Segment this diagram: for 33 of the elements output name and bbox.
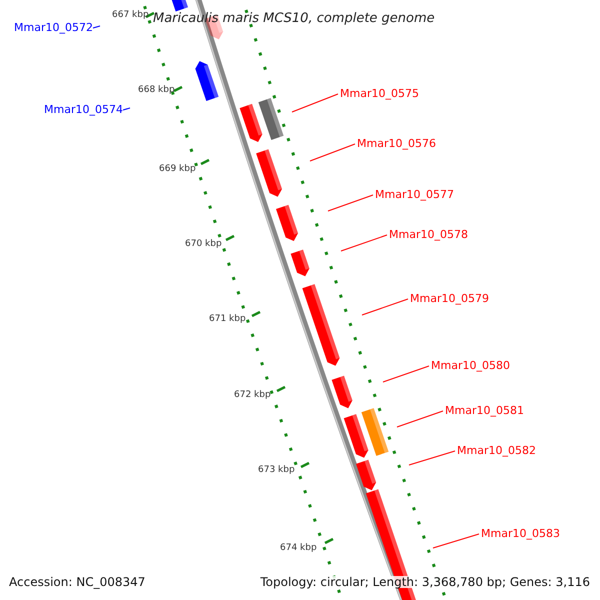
gene-label: Mmar10_0582: [457, 444, 536, 456]
gene-label: Mmar10_0577: [375, 188, 454, 200]
scale-label: 670 kbp: [185, 240, 222, 248]
gene-label: Mmar10_0575: [340, 88, 419, 98]
leader-line: [328, 194, 374, 212]
leader-line: [340, 234, 388, 252]
scale-label: 674 kbp: [280, 544, 317, 552]
accession-text: Accession: NC_008347: [9, 576, 146, 588]
leader-line: [122, 108, 130, 110]
scale-label: 671 kbp: [209, 314, 246, 324]
leader-line: [362, 298, 408, 316]
scale-label: 673 kbp: [258, 466, 295, 474]
leader-line: [396, 410, 444, 428]
gene-label: Mmar10_0581: [445, 404, 524, 416]
gene-label: Mmar10_0580: [431, 360, 510, 370]
gene-label: Mmar10_0576: [357, 138, 436, 148]
leader-line: [92, 26, 100, 28]
leader-line: [292, 94, 338, 112]
leader-line: [310, 144, 356, 162]
scale-label: 672 kbp: [234, 390, 271, 400]
genome-summary: Topology: circular; Length: 3,368,780 bp; Genes: 3,116: [260, 576, 590, 588]
gene-label: Mmar10_0578: [389, 228, 468, 240]
gene-label: Mmar10_0574: [44, 104, 123, 114]
leader-line: [432, 534, 480, 548]
scale-label: 669 kbp: [159, 164, 196, 174]
gene-label: Mmar10_0572: [14, 22, 93, 32]
scale-label: 668 kbp: [138, 86, 175, 94]
genome-title: Maricaulis maris MCS10, complete genome: [153, 12, 435, 24]
gene-label: Mmar10_0583: [481, 528, 560, 538]
leader-line: [382, 366, 430, 382]
scale-label: 667 kbp: [112, 10, 149, 20]
gene-label: Mmar10_0579: [410, 292, 489, 304]
leader-line: [408, 450, 456, 466]
